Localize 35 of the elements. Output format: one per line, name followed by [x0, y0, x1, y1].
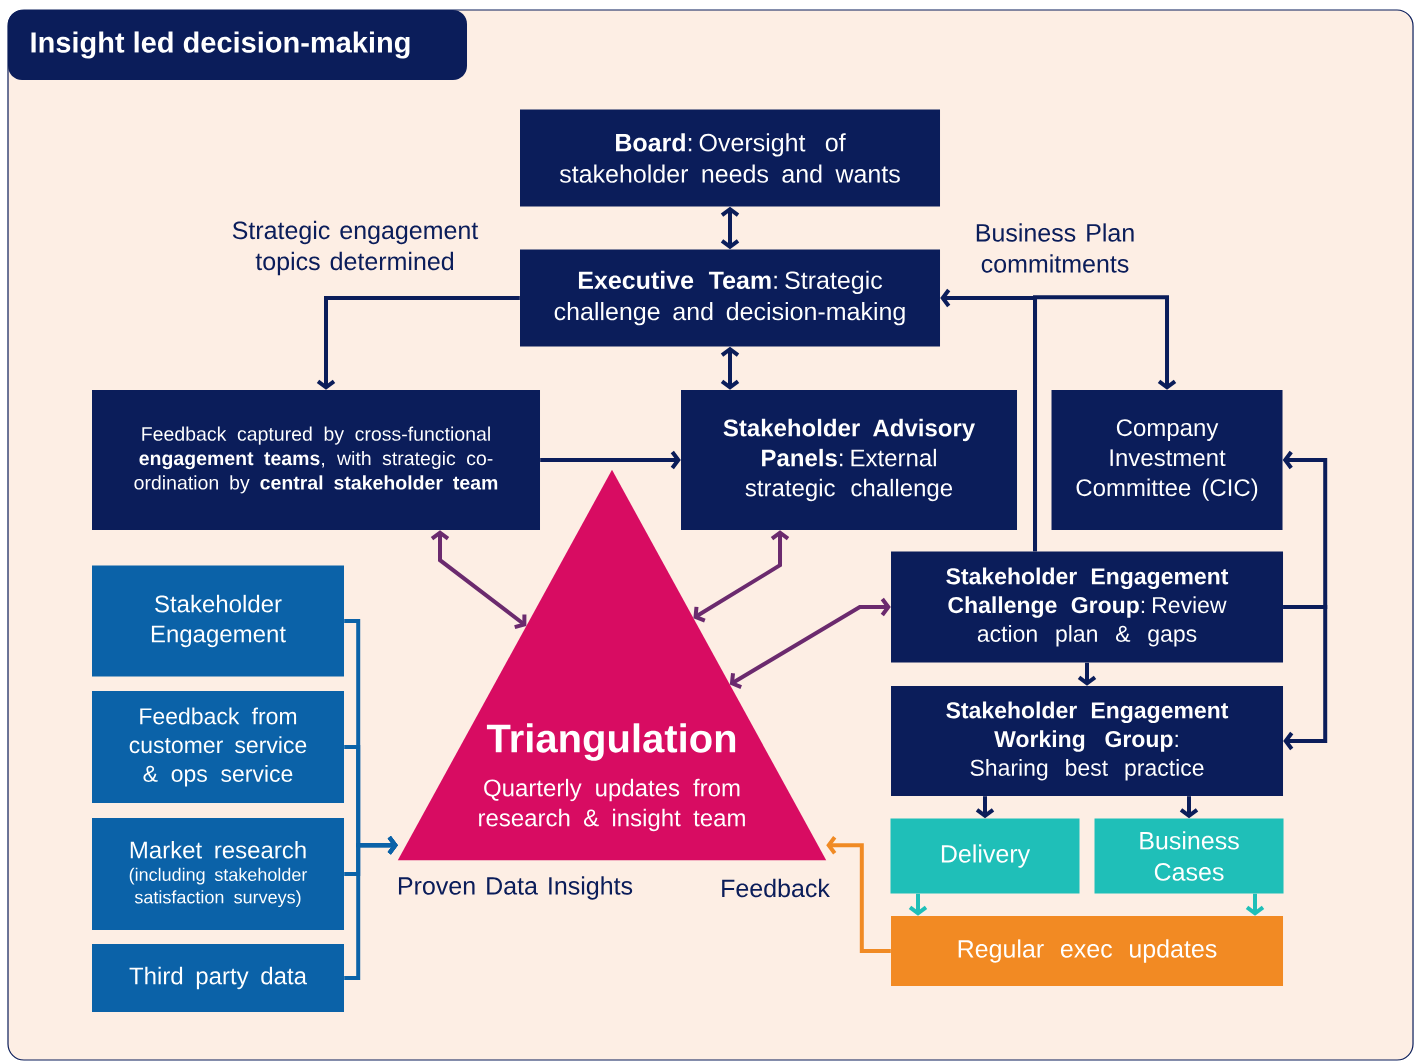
process-box: Market research (including stakeholder satisfaction surveys): [92, 818, 344, 930]
caption-text: Proven Data Insights: [398, 876, 633, 900]
process-box: Feedback from customer service & ops service: [92, 691, 344, 803]
process-box: Delivery: [890, 818, 1080, 894]
edge-label: Strategic engagement topics determined: [232, 220, 479, 276]
title-tab: Insight led decision-making: [8, 10, 467, 80]
arrow: [693, 530, 790, 623]
arrow: [316, 296, 520, 390]
arrow: [826, 836, 891, 953]
arrow: [1283, 605, 1328, 751]
arrow: [720, 346, 740, 390]
process-box: Regular exec updates: [891, 916, 1283, 986]
arrow: [1245, 893, 1265, 916]
process-box: Stakeholder Engagement Challenge Group: Review action plan & gaps: [891, 551, 1283, 663]
arrow: [1033, 295, 1177, 552]
arrow: [1179, 796, 1199, 819]
arrow: [1077, 662, 1097, 686]
arrow: [975, 796, 995, 819]
process-box: Feedback captured by cross-functional engagement teams, with strategic co-ordination by central stakeholder team: [92, 390, 540, 530]
process-box: Stakeholder Engagement: [92, 565, 344, 677]
process-box: Board: Oversight of stakeholder needs and wants: [520, 109, 940, 207]
process-box: Stakeholder Engagement Working Group: Sharing best practice: [891, 686, 1283, 796]
arrow: [540, 450, 681, 470]
process-box: Company Investment Committee (CIC): [1051, 390, 1283, 530]
process-box: Business Cases: [1094, 818, 1284, 894]
process-box: Stakeholder Advisory Panels: External strategic challenge: [681, 390, 1017, 530]
process-box: Third party data: [92, 944, 344, 1012]
arrow: [908, 893, 928, 916]
process-box: Executive Team: Strategic challenge and decision-making: [520, 249, 940, 347]
arrow: [430, 530, 527, 630]
arrow: [344, 836, 398, 980]
arrow: [729, 597, 891, 689]
arrow: [720, 206, 740, 250]
edge-label: Business Plan commitments: [976, 223, 1134, 273]
caption-text: Feedback: [722, 878, 830, 898]
